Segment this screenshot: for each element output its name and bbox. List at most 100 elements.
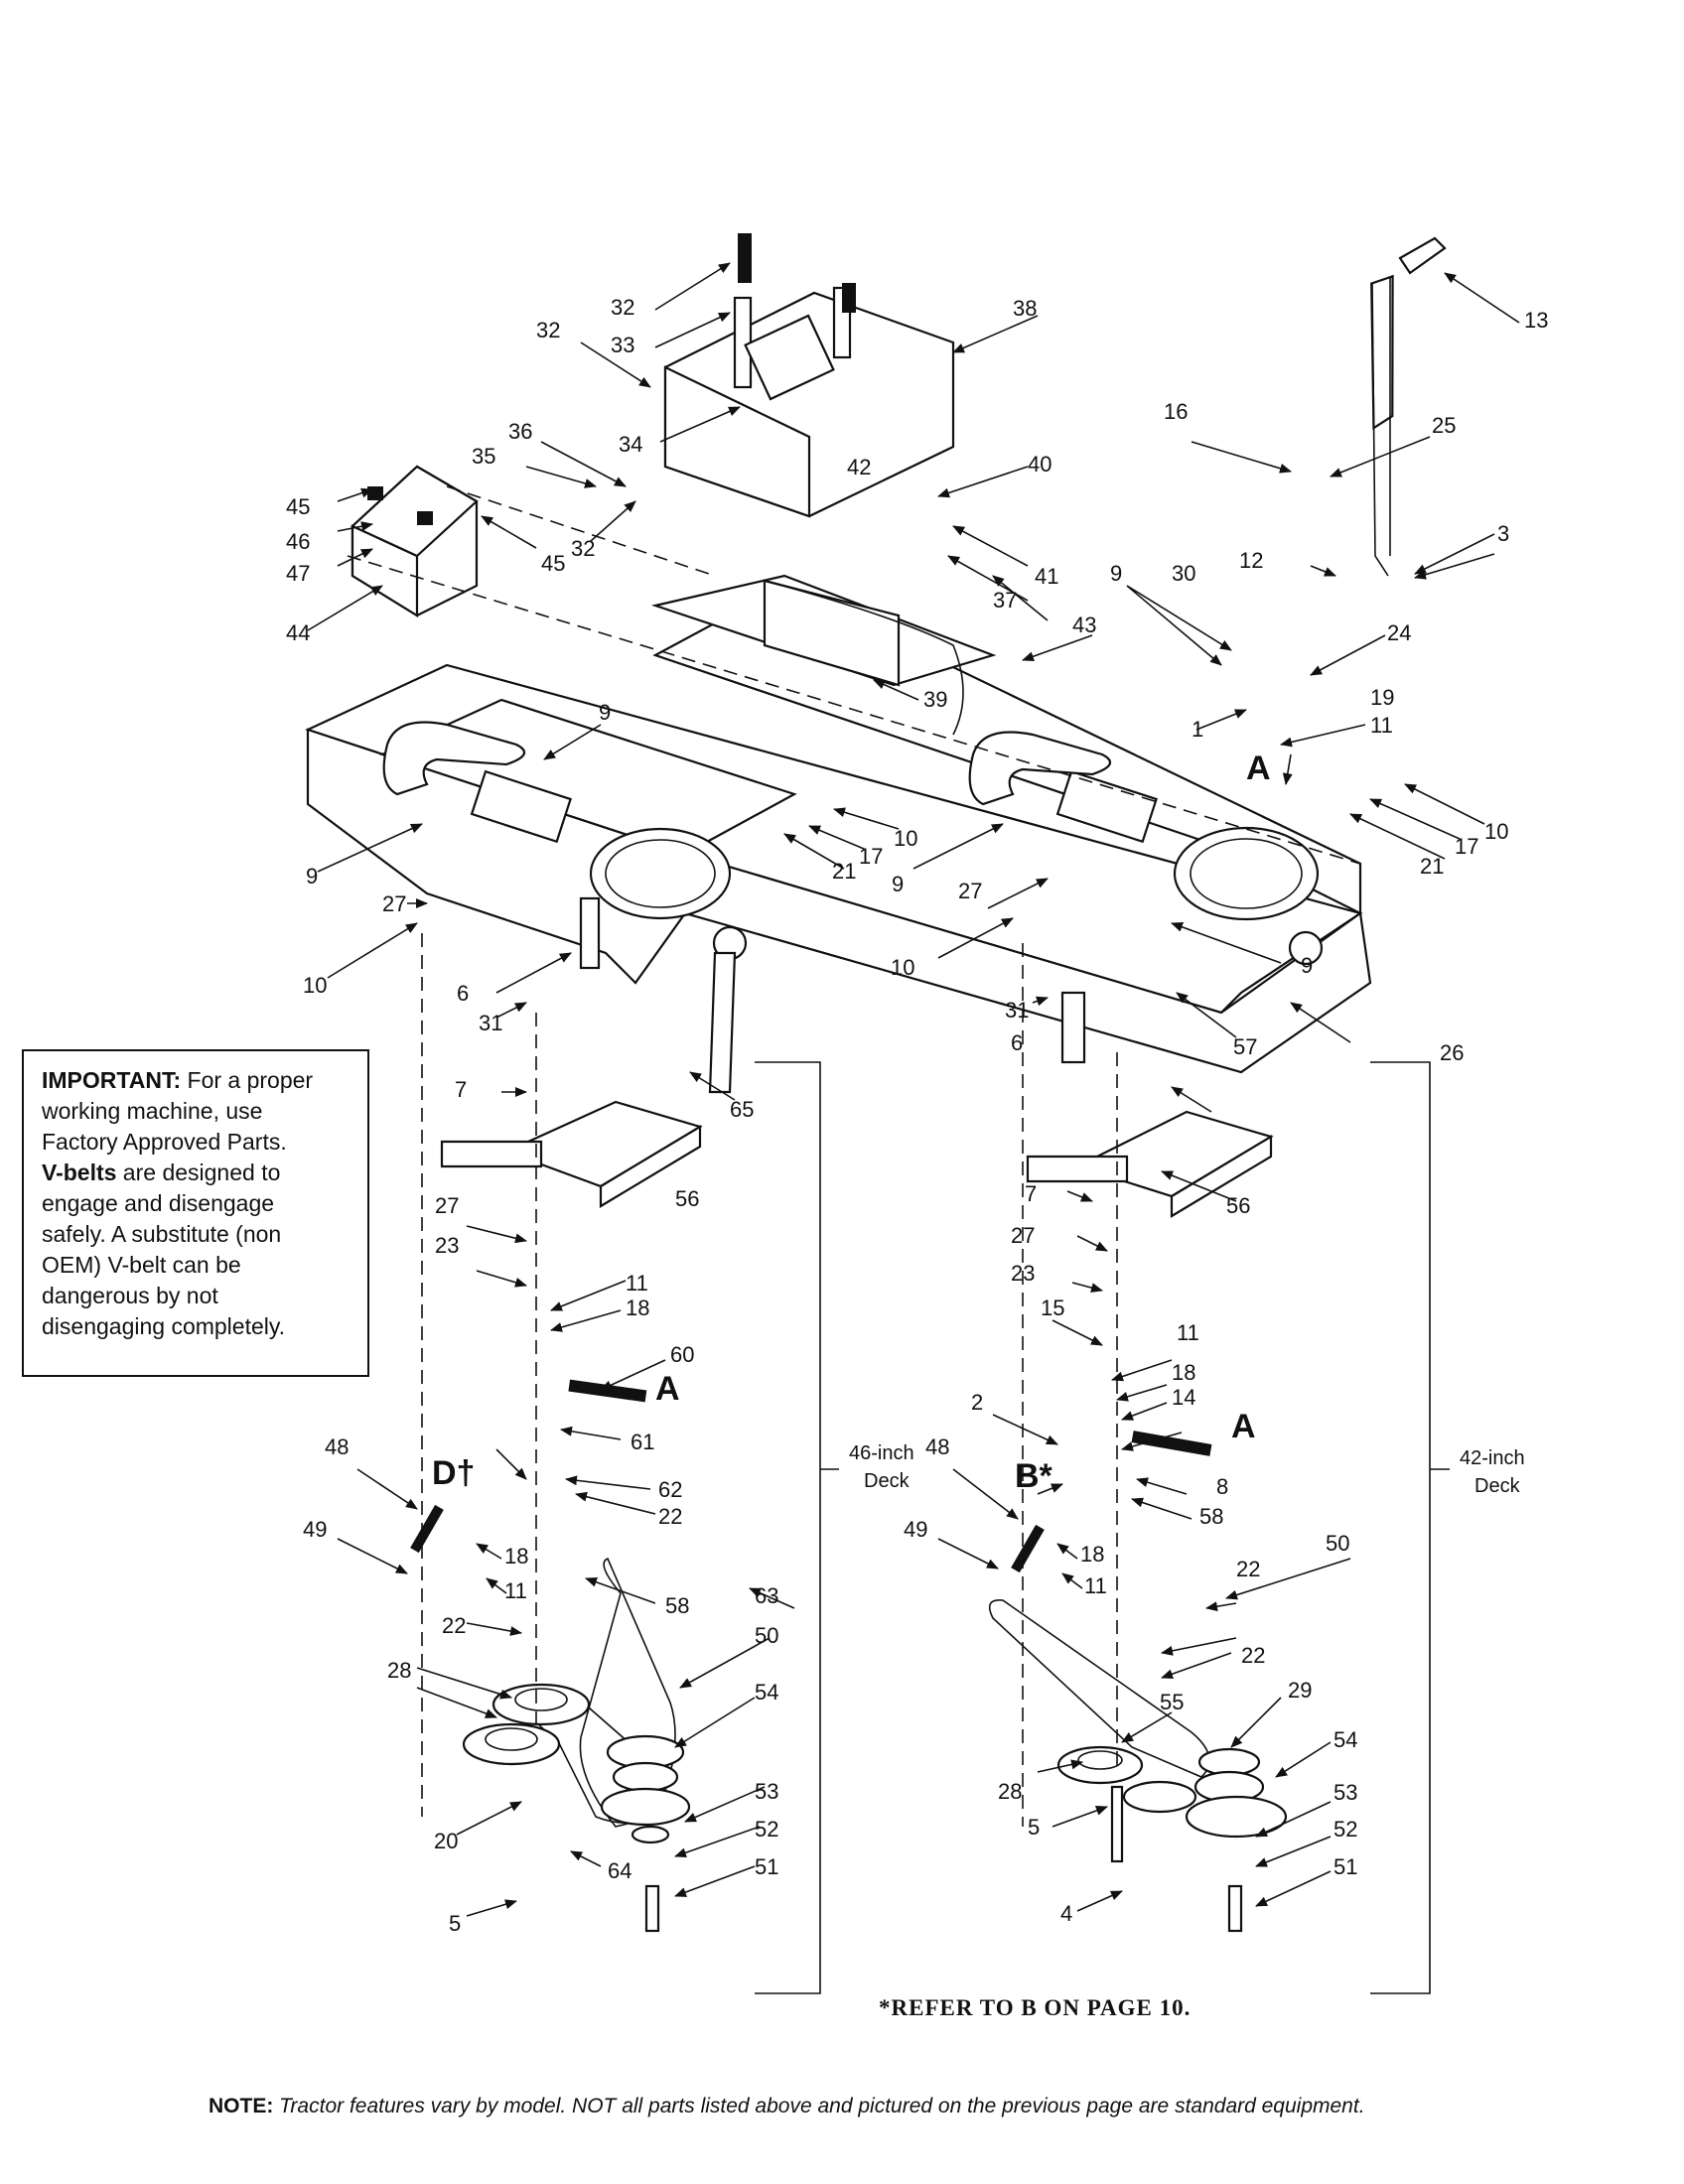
callout-9: 9 bbox=[599, 700, 611, 725]
callout-51: 51 bbox=[1333, 1854, 1357, 1879]
callout-7: 7 bbox=[455, 1077, 467, 1102]
callout-22: 22 bbox=[658, 1504, 682, 1529]
callout-28: 28 bbox=[998, 1779, 1022, 1804]
callout-52: 52 bbox=[755, 1817, 778, 1842]
callout-56: 56 bbox=[675, 1186, 699, 1211]
important-line-3: Factory Approved Parts. bbox=[42, 1129, 287, 1155]
callout-43: 43 bbox=[1072, 613, 1096, 637]
callout-27: 27 bbox=[958, 879, 982, 903]
callout-54: 54 bbox=[755, 1680, 778, 1705]
callout-11: 11 bbox=[504, 1578, 527, 1603]
callout-62: 62 bbox=[658, 1477, 682, 1502]
callout-20: 20 bbox=[434, 1829, 458, 1853]
callout-53: 53 bbox=[1333, 1780, 1357, 1805]
important-notice: IMPORTANT: For a proper working machine,… bbox=[22, 1049, 369, 1377]
callout-22: 22 bbox=[1236, 1557, 1260, 1581]
callout-14: 14 bbox=[1172, 1385, 1195, 1410]
callout-2: 2 bbox=[971, 1390, 983, 1415]
left-pulley-assembly bbox=[462, 1557, 691, 1933]
callout-24: 24 bbox=[1387, 620, 1411, 645]
battery bbox=[351, 465, 479, 617]
callout-27: 27 bbox=[1011, 1223, 1035, 1248]
callout-52: 52 bbox=[1333, 1817, 1357, 1842]
deck-46-label-2: Deck bbox=[864, 1470, 911, 1492]
callout-10: 10 bbox=[894, 826, 917, 851]
deck-bracket-46 bbox=[755, 1061, 839, 1994]
callout-56: 56 bbox=[1226, 1193, 1250, 1218]
callout-18: 18 bbox=[1172, 1360, 1195, 1385]
important-line-2: working machine, use bbox=[42, 1098, 263, 1124]
callout-10: 10 bbox=[303, 973, 327, 998]
callout-30: 30 bbox=[1172, 561, 1195, 586]
label-B-star: B* bbox=[1015, 1457, 1053, 1495]
callout-49: 49 bbox=[904, 1517, 927, 1542]
callout-11: 11 bbox=[626, 1271, 648, 1296]
important-line-6: safely. A substitute (non bbox=[42, 1221, 282, 1247]
callout-55: 55 bbox=[1160, 1690, 1184, 1714]
callout-53: 53 bbox=[755, 1779, 778, 1804]
callout-5: 5 bbox=[1028, 1815, 1040, 1840]
callout-22: 22 bbox=[1241, 1643, 1265, 1668]
important-text: are designed to bbox=[116, 1160, 281, 1185]
important-line-1: IMPORTANT: For a proper bbox=[42, 1065, 355, 1096]
callout-65: 65 bbox=[730, 1097, 754, 1122]
callout-64: 64 bbox=[608, 1858, 632, 1883]
callout-61: 61 bbox=[631, 1430, 654, 1454]
springs bbox=[410, 233, 1212, 1573]
deck-42-label-1: 42-inch bbox=[1460, 1447, 1525, 1469]
callout-4: 4 bbox=[1060, 1901, 1072, 1926]
callout-16: 16 bbox=[1164, 399, 1188, 424]
callout-32: 32 bbox=[536, 318, 560, 342]
important-line-5: engage and disengage bbox=[42, 1190, 275, 1216]
important-line-8: dangerous by not bbox=[42, 1283, 218, 1308]
callout-39: 39 bbox=[923, 687, 947, 712]
callout-54: 54 bbox=[1333, 1727, 1357, 1752]
callout-11: 11 bbox=[1370, 713, 1393, 738]
bottom-note: NOTE: Tractor features vary by model. NO… bbox=[209, 2095, 1365, 2118]
callout-12: 12 bbox=[1239, 548, 1263, 573]
callout-19: 19 bbox=[1370, 685, 1394, 710]
note-heading: NOTE: bbox=[209, 2095, 274, 2117]
callout-25: 25 bbox=[1432, 413, 1456, 438]
label-A: A bbox=[655, 1370, 680, 1408]
callout-6: 6 bbox=[1011, 1030, 1023, 1055]
callout-6: 6 bbox=[457, 981, 469, 1006]
important-text: For a proper bbox=[181, 1067, 314, 1093]
callout-48: 48 bbox=[325, 1434, 349, 1459]
callout-44: 44 bbox=[286, 620, 310, 645]
callout-31: 31 bbox=[1005, 998, 1029, 1023]
callout-9: 9 bbox=[892, 872, 904, 896]
callout-42: 42 bbox=[847, 455, 871, 479]
callout-3: 3 bbox=[1497, 521, 1509, 546]
callout-27: 27 bbox=[382, 891, 406, 916]
left-mount-plate bbox=[440, 896, 737, 1208]
callout-49: 49 bbox=[303, 1517, 327, 1542]
callout-32: 32 bbox=[611, 295, 634, 320]
important-line-9: disengaging completely. bbox=[42, 1313, 286, 1339]
callout-63: 63 bbox=[755, 1583, 778, 1608]
battery-box bbox=[663, 286, 964, 736]
deck-42-label-2: Deck bbox=[1474, 1475, 1521, 1497]
label-A: A bbox=[1231, 1408, 1256, 1445]
callout-9: 9 bbox=[1301, 953, 1313, 978]
label-A: A bbox=[1246, 750, 1271, 787]
callout-labels: 32 33 38 13 32 16 25 36 35 34 42 40 45 4… bbox=[286, 295, 1548, 1936]
callout-51: 51 bbox=[755, 1854, 778, 1879]
callout-21: 21 bbox=[832, 859, 856, 884]
callout-31: 31 bbox=[479, 1011, 502, 1035]
callout-5: 5 bbox=[449, 1911, 461, 1936]
callout-45: 45 bbox=[541, 551, 565, 576]
deck-bracket-42 bbox=[1370, 1061, 1450, 1994]
callout-41: 41 bbox=[1035, 564, 1058, 589]
callout-57: 57 bbox=[1233, 1034, 1257, 1059]
callout-23: 23 bbox=[1011, 1261, 1035, 1286]
callout-50: 50 bbox=[1326, 1531, 1349, 1556]
callout-50: 50 bbox=[755, 1623, 778, 1648]
callout-32: 32 bbox=[571, 536, 595, 561]
callout-arrows bbox=[307, 262, 1520, 1917]
callout-13: 13 bbox=[1524, 308, 1548, 333]
callout-34: 34 bbox=[619, 432, 642, 457]
callout-28: 28 bbox=[387, 1658, 411, 1683]
callout-18: 18 bbox=[626, 1296, 649, 1320]
